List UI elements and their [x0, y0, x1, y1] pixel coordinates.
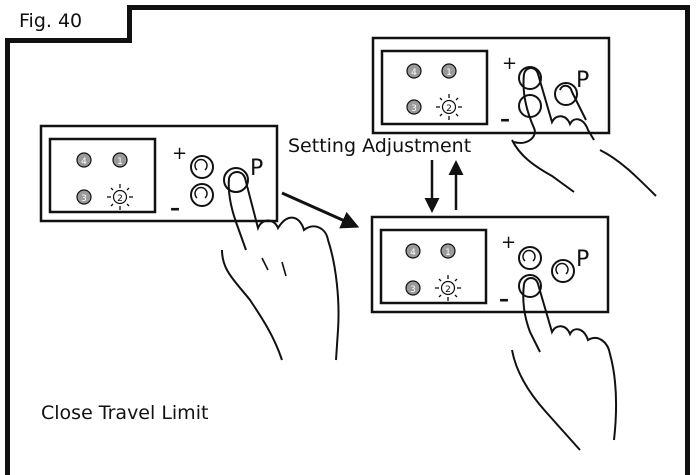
svg-text:3: 3	[411, 104, 417, 114]
svg-text:3: 3	[81, 194, 87, 204]
plus-symbol: +	[501, 232, 516, 253]
led-4: 4	[405, 243, 421, 259]
svg-text:1: 1	[117, 157, 123, 167]
control-panel-left: 4 1 3 2 + – P	[39, 124, 279, 223]
figure-frame	[5, 5, 690, 475]
control-panel-bottom-right: 4 1 3 2 + – P	[370, 215, 610, 314]
plus-symbol: +	[172, 143, 187, 164]
led-2-blinking: 2	[107, 184, 133, 210]
svg-text:1: 1	[446, 68, 452, 78]
led-4: 4	[406, 63, 422, 79]
program-label: P	[576, 68, 589, 93]
program-label: P	[250, 156, 263, 181]
svg-text:4: 4	[81, 157, 87, 167]
svg-text:2: 2	[446, 104, 452, 114]
led-1: 1	[440, 243, 456, 259]
minus-symbol: –	[500, 107, 510, 131]
svg-text:2: 2	[117, 194, 123, 204]
arrow-to-adjustment	[281, 191, 360, 229]
svg-text:3: 3	[410, 285, 416, 295]
close-travel-limit-label: Close Travel Limit	[41, 402, 209, 424]
hand-left	[221, 171, 340, 361]
diagram-canvas: 4 1 3 2 + – P	[39, 36, 657, 451]
plus-button[interactable]	[518, 66, 542, 90]
led-3: 3	[406, 99, 422, 115]
led-1: 1	[441, 63, 457, 79]
program-label: P	[576, 247, 589, 272]
figure-label: Fig. 40	[5, 5, 132, 43]
minus-symbol: –	[499, 287, 509, 311]
hand-bottom-right	[511, 277, 618, 451]
svg-text:4: 4	[410, 248, 416, 258]
svg-text:4: 4	[411, 68, 417, 78]
control-panel-top-right: 4 1 3 2 + – P	[371, 36, 611, 135]
led-3: 3	[405, 280, 421, 296]
led-4: 4	[76, 152, 92, 168]
hand-top-right	[511, 67, 657, 197]
svg-text:2: 2	[445, 285, 451, 295]
led-2-blinking: 2	[435, 275, 461, 301]
plus-symbol: +	[502, 53, 517, 74]
minus-symbol: –	[170, 196, 180, 220]
led-3: 3	[76, 189, 92, 205]
led-2-blinking: 2	[436, 94, 462, 120]
led-1: 1	[112, 152, 128, 168]
svg-text:1: 1	[445, 248, 451, 258]
setting-adjustment-label: Setting Adjustment	[288, 135, 472, 157]
minus-button[interactable]	[518, 94, 542, 118]
